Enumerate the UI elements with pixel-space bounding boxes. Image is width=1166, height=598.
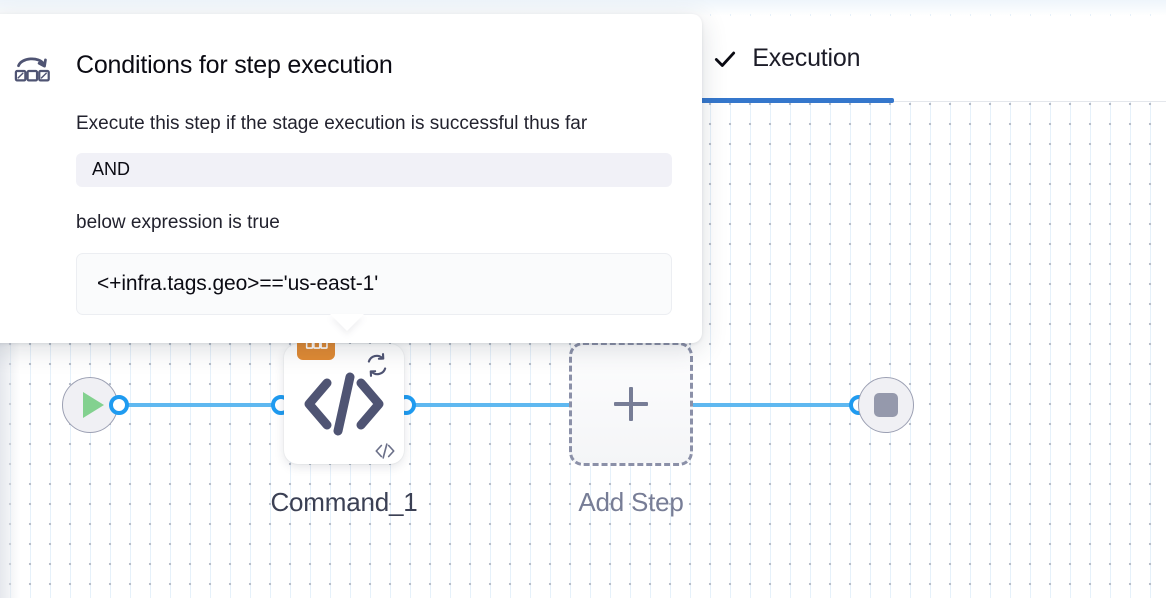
conditional-execution-icon: [10, 48, 52, 90]
condition-operator-value: AND: [92, 159, 131, 180]
pipeline-start-node[interactable]: [62, 377, 118, 433]
edge-add-step-to-end: [680, 403, 862, 407]
plus-icon: [614, 387, 648, 421]
edge-start-to-command: [118, 403, 290, 407]
popover-header: Conditions for step execution: [10, 40, 672, 90]
stop-icon: [874, 393, 898, 417]
condition-operator-label: below expression is true: [76, 211, 280, 233]
condition-operator-select[interactable]: AND: [76, 152, 672, 187]
popover-arrow: [330, 314, 364, 331]
port-start-out[interactable]: [109, 395, 129, 415]
check-icon: [712, 46, 738, 72]
code-icon: [284, 344, 404, 464]
add-step-label: Add Step: [578, 487, 684, 517]
edge-command-to-add-step: [402, 403, 580, 407]
add-step-button[interactable]: [569, 342, 693, 466]
play-icon: [82, 392, 104, 418]
step-node-command[interactable]: [284, 322, 404, 464]
popover-body: Execute this step if the stage execution…: [76, 110, 672, 315]
canvas-top-wash: [0, 0, 1166, 16]
popover-title: Conditions for step execution: [76, 51, 393, 79]
step-node-label: Command_1: [270, 487, 418, 517]
pipeline-end-node[interactable]: [858, 377, 914, 433]
popover-description: Execute this step if the stage execution…: [76, 113, 588, 134]
condition-expression-value: <+infra.tags.geo>=='us-east-1': [97, 271, 379, 295]
code-mini-icon: [374, 442, 396, 460]
condition-expression-input[interactable]: <+infra.tags.geo>=='us-east-1': [76, 252, 672, 315]
conditions-popover: Conditions for step execution Execute th…: [0, 14, 702, 343]
tab-execution[interactable]: Execution: [678, 16, 895, 103]
retry-loop-icon[interactable]: [360, 348, 394, 382]
tab-execution-label: Execution: [752, 44, 861, 72]
